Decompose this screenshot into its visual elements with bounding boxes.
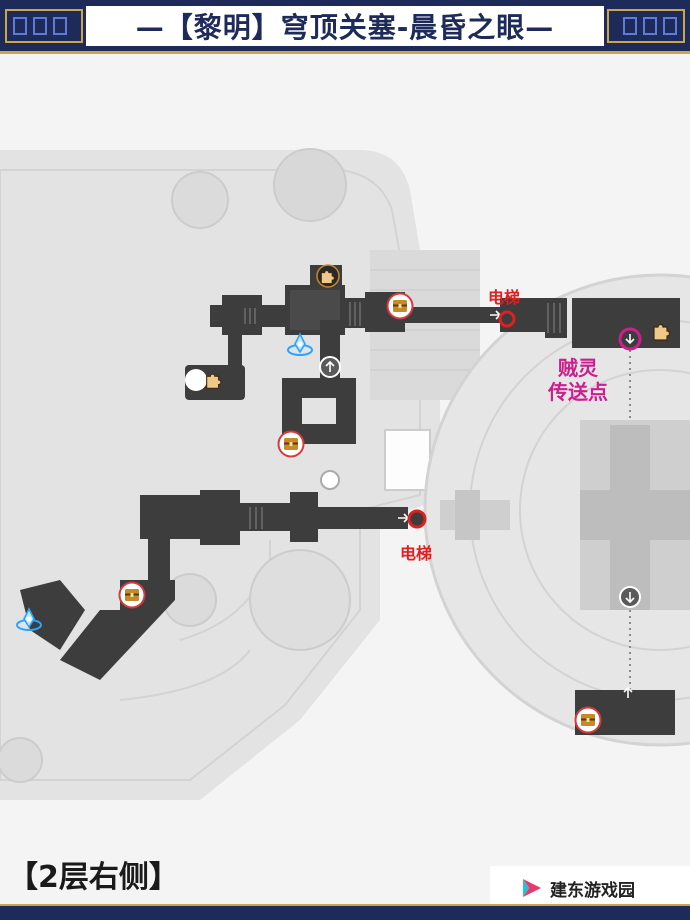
elevator-marker-icon xyxy=(407,509,427,529)
watermark-text: 建东游戏园 xyxy=(550,880,635,901)
elevator-label-mid: 电梯 xyxy=(400,544,433,563)
stair-hatching xyxy=(244,302,561,529)
elevator-marker-icon xyxy=(498,310,516,328)
puzzle-icon[interactable] xyxy=(316,264,340,288)
treasure-chest-icon[interactable] xyxy=(118,581,146,609)
treasure-chest-icon[interactable] xyxy=(386,292,414,320)
page-title: —【黎明】穹顶关塞-晨昏之眼— xyxy=(135,11,555,44)
map-canvas xyxy=(0,54,690,900)
map-area[interactable]: 电梯 电梯 贼灵 传送点 xyxy=(0,54,690,900)
arrow-up-icon xyxy=(623,686,633,698)
treasure-chest-icon[interactable] xyxy=(277,430,305,458)
floor-section-label: 【2层右侧】 xyxy=(8,860,179,895)
treasure-chest-icon[interactable] xyxy=(574,706,602,734)
arrow-down-icon xyxy=(619,586,641,608)
teleport-label-line1: 贼灵 xyxy=(558,356,598,380)
header-banner: —【黎明】穹顶关塞-晨昏之眼— xyxy=(0,0,690,54)
teleport-label-line2: 传送点 xyxy=(548,380,608,404)
node-marker xyxy=(320,470,340,490)
puzzle-icon[interactable] xyxy=(653,323,671,341)
teleport-marker-icon xyxy=(618,327,642,351)
watermark: 建东游戏园 xyxy=(490,866,690,910)
header-ornament-right xyxy=(607,9,685,43)
puzzle-icon[interactable] xyxy=(185,369,222,391)
elevator-label-top: 电梯 xyxy=(488,288,521,307)
arrow-up-icon xyxy=(319,356,341,378)
footer-strip xyxy=(0,904,690,920)
header-ornament-left xyxy=(5,9,83,43)
title-bar: —【黎明】穹顶关塞-晨昏之眼— xyxy=(86,6,604,46)
watermark-logo-icon xyxy=(523,879,541,897)
teleport-label: 贼灵 传送点 xyxy=(548,356,608,404)
